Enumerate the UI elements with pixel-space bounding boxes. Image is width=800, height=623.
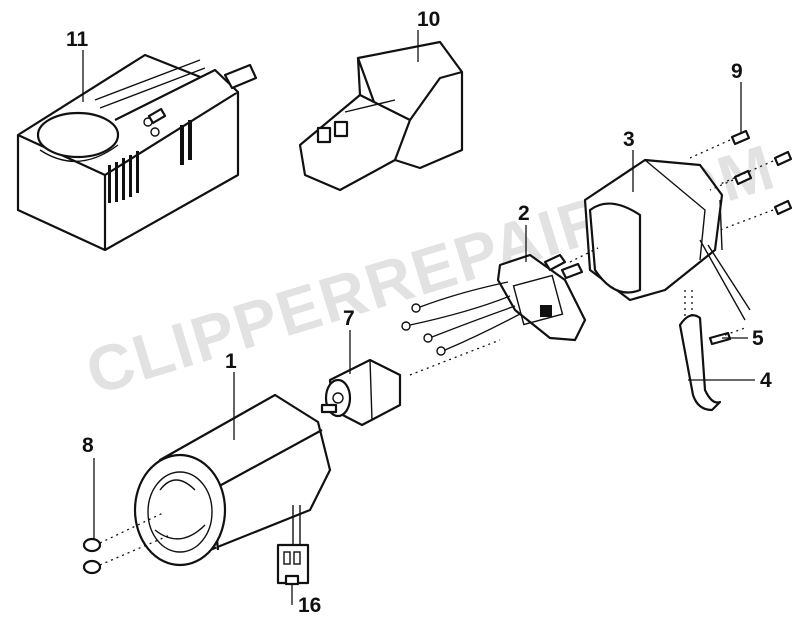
connector-plug [276, 505, 310, 586]
wire-leads [401, 281, 521, 356]
label-part-1: 1 [225, 350, 237, 373]
label-part-3: 3 [623, 128, 635, 151]
label-part-4: 4 [760, 369, 772, 392]
assembly-axes [409, 247, 746, 376]
leader-lines [82, 30, 755, 605]
label-part-7: 7 [343, 307, 355, 330]
hanger-bracket [678, 314, 722, 412]
pin [708, 331, 732, 346]
label-part-5: 5 [752, 327, 764, 350]
rear-housing [583, 158, 751, 321]
circuit-plate [496, 253, 587, 342]
main-housing [133, 393, 332, 567]
motor [320, 358, 402, 427]
label-part-10: 10 [417, 8, 440, 31]
label-part-11: 11 [66, 28, 89, 51]
label-part-9: 9 [731, 60, 743, 83]
charger-base [16, 53, 258, 252]
front-screws [82, 511, 171, 575]
label-part-2: 2 [518, 202, 530, 225]
label-part-8: 8 [82, 434, 94, 457]
label-part-16: 16 [298, 594, 321, 617]
battery-pack [298, 40, 464, 192]
rear-screws [689, 129, 793, 231]
